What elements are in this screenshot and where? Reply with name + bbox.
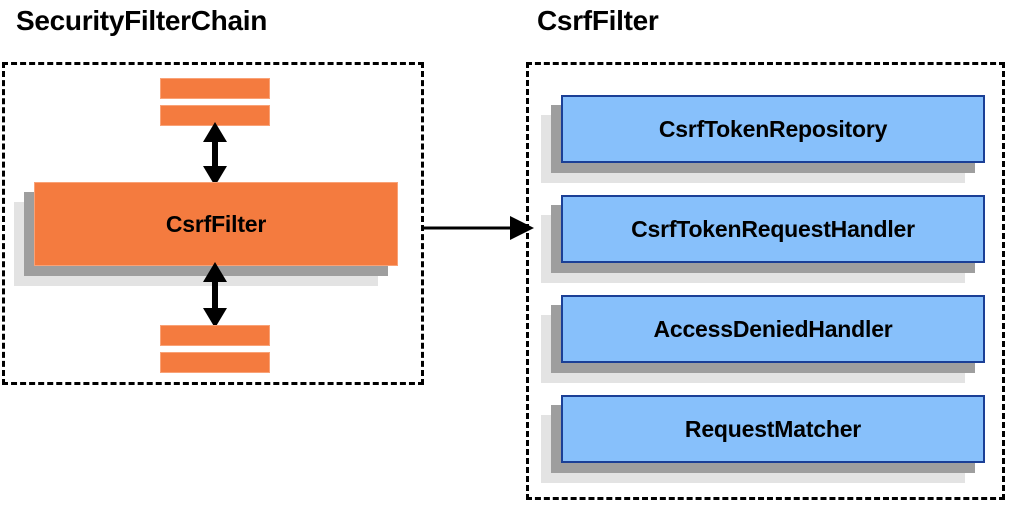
node-label: CsrfTokenRequestHandler [631,215,915,242]
node-face: AccessDeniedHandler [561,295,985,363]
double-arrow-icon-lower [203,262,227,328]
node-face: CsrfTokenRepository [561,95,985,163]
node-label: CsrfTokenRepository [658,115,888,142]
arrow-icon-to-csrffilter [422,216,534,240]
filter-bar-top-1 [160,78,270,99]
csrffilter-container [526,62,1005,500]
node-face: CsrfFilter [34,182,398,266]
node-csrftokenrequesthandler[interactable]: CsrfTokenRequestHandler [541,195,985,283]
node-csrftokenrepository[interactable]: CsrfTokenRepository [541,95,985,183]
panel-title-csrffilter: CsrfFilter [537,5,659,36]
node-label: CsrfFilter [165,210,267,237]
securityfilterchain-container [2,62,424,385]
node-label: AccessDeniedHandler [653,315,893,342]
filter-bar-bottom-1 [160,325,270,346]
node-accessdeniedhandler[interactable]: AccessDeniedHandler [541,295,985,383]
node-label: RequestMatcher [684,415,862,442]
node-face: RequestMatcher [561,395,985,463]
node-requestmatcher[interactable]: RequestMatcher [541,395,985,483]
double-arrow-icon-upper [203,122,227,186]
node-csrffilter-main[interactable]: CsrfFilter [14,182,398,286]
node-face: CsrfTokenRequestHandler [561,195,985,263]
filter-bar-bottom-2 [160,352,270,373]
panel-title-securityfilterchain: SecurityFilterChain [16,5,268,36]
